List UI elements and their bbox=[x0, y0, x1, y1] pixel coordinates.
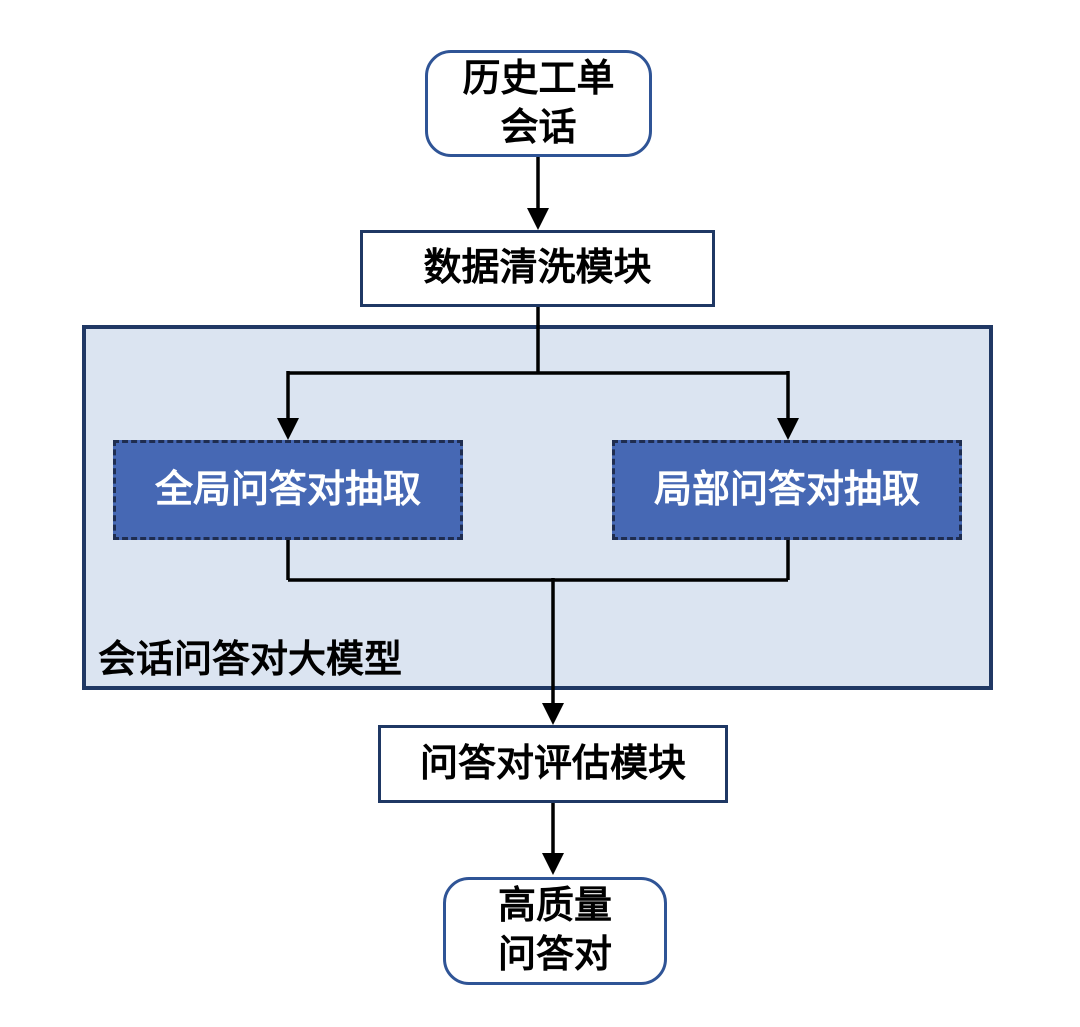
node-global-qa-extraction: 全局问答对抽取 bbox=[113, 440, 463, 540]
node-high-quality-qa-pairs: 高质量 问答对 bbox=[443, 877, 667, 985]
node-data-cleaning-module: 数据清洗模块 bbox=[360, 230, 715, 307]
node-label-line: 会话 bbox=[500, 106, 577, 149]
node-label: 数据清洗模块 bbox=[423, 247, 652, 290]
arrowhead-eval bbox=[542, 703, 564, 725]
node-local-qa-extraction: 局部问答对抽取 bbox=[612, 440, 962, 540]
node-label-line: 高质量 bbox=[497, 885, 612, 928]
node-label-line: 历史工单 bbox=[462, 57, 615, 100]
arrowhead-cleaning bbox=[527, 208, 549, 230]
node-qa-evaluation-module: 问答对评估模块 bbox=[378, 725, 728, 803]
node-history-ticket-sessions: 历史工单 会话 bbox=[425, 50, 652, 157]
arrowhead-output bbox=[542, 853, 564, 875]
group-label: 会话问答对大模型 bbox=[98, 639, 403, 681]
node-label: 全局问答对抽取 bbox=[154, 468, 421, 511]
node-label-line: 问答对 bbox=[497, 934, 612, 976]
node-label: 局部问答对抽取 bbox=[653, 468, 920, 511]
node-label: 问答对评估模块 bbox=[419, 742, 686, 785]
